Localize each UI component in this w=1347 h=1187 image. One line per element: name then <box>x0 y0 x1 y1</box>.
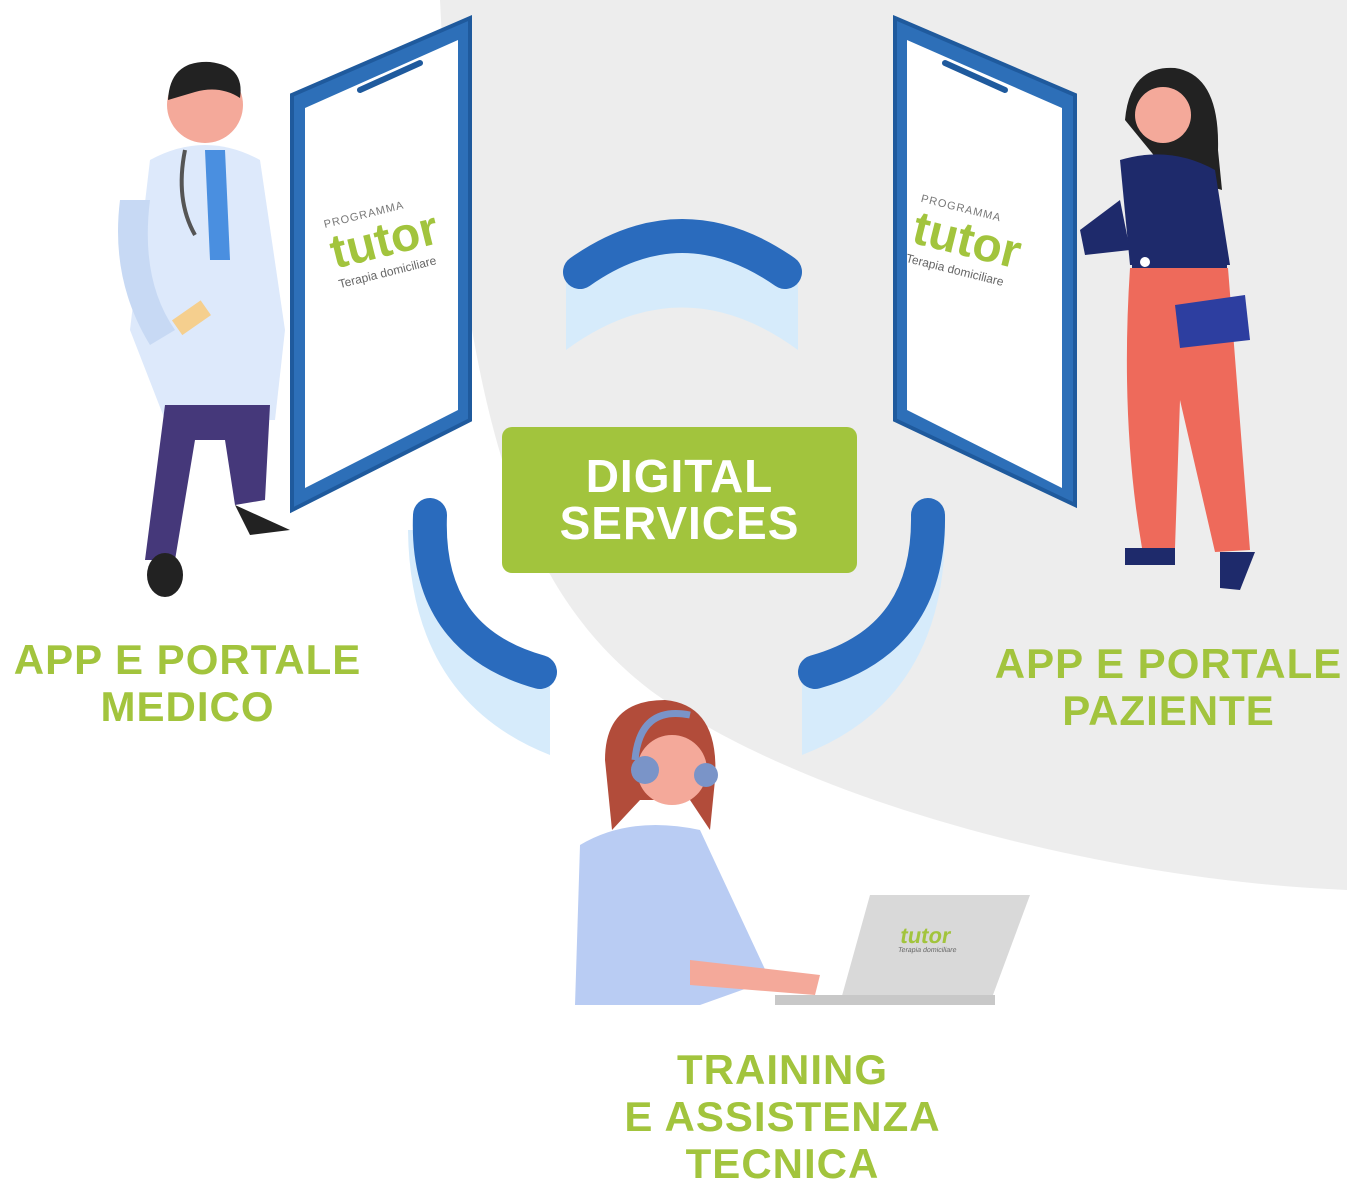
headset-operator-icon <box>575 700 820 1005</box>
node-training-line2: E ASSISTENZA <box>624 1093 941 1141</box>
arc-connector-top-icon <box>563 219 802 350</box>
node-medico-line2: MEDICO <box>100 683 275 731</box>
node-label-medico: APP E PORTALE MEDICO <box>0 636 375 730</box>
center-line1: DIGITAL <box>585 450 774 503</box>
digital-services-badge: DIGITAL SERVICES <box>502 427 857 573</box>
arc-connector-right-icon <box>798 498 946 755</box>
node-paziente-line1: APP E PORTALE <box>994 640 1343 687</box>
node-medico-line1: APP E PORTALE <box>13 636 362 683</box>
node-training-line1: TRAINING <box>677 1046 888 1093</box>
tutor-logo-laptop: tutor Terapia domiciliare <box>897 923 960 954</box>
node-training-line3: TECNICA <box>685 1140 880 1187</box>
logo-subtitle: Terapia domiciliare <box>897 947 958 954</box>
arc-connector-left-icon <box>408 498 557 755</box>
node-label-training: TRAINING E ASSISTENZA TECNICA <box>600 1046 965 1187</box>
node-paziente-line2: PAZIENTE <box>1062 687 1275 735</box>
laptop-icon <box>775 895 1030 1005</box>
node-label-paziente: APP E PORTALE PAZIENTE <box>990 640 1347 734</box>
smartphone-right-icon <box>893 14 1077 509</box>
center-line2: SERVICES <box>559 497 800 549</box>
patient-figure-icon <box>1080 67 1255 590</box>
smartphone-left-icon <box>290 14 472 514</box>
doctor-figure-icon <box>118 61 290 597</box>
logo-wordmark: tutor <box>898 923 954 948</box>
